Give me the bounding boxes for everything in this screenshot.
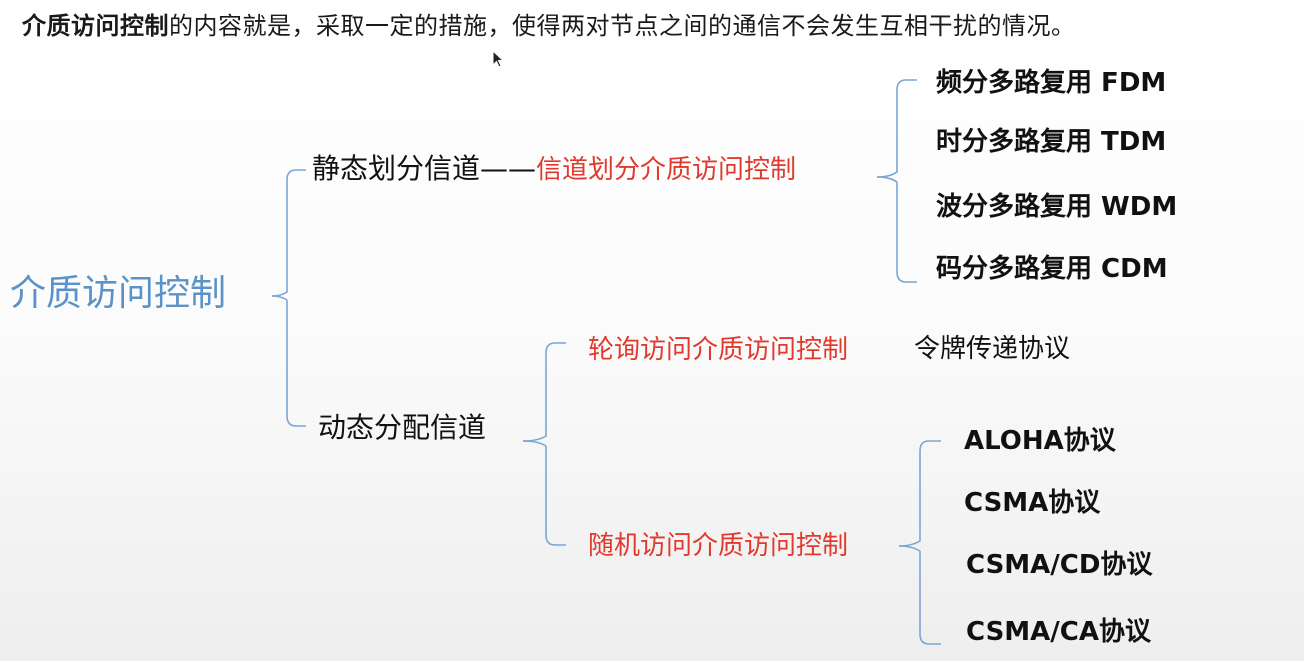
random-access-node: 随机访问介质访问控制 — [588, 531, 849, 561]
bracket-random-bottom — [919, 551, 941, 645]
bracket-random-top — [898, 440, 941, 547]
bracket-static-top — [876, 79, 917, 178]
intro-term: 介质访问控制 — [22, 12, 169, 40]
bracket-dynamic-top — [522, 342, 566, 442]
leaf-cdm: 码分多路复用 CDM — [936, 254, 1168, 284]
bracket-dynamic-bottom — [545, 446, 566, 546]
bracket-static-bottom — [896, 182, 917, 283]
intro-rest: 的内容就是，采取一定的措施，使得两对节点之间的通信不会发生互相干扰的情况。 — [169, 12, 1076, 40]
root-node: 介质访问控制 — [10, 273, 227, 314]
dynamic-channel-node: 动态分配信道 — [318, 411, 487, 444]
leaf-csma-ca: CSMA/CA协议 — [966, 617, 1151, 647]
static-channel-node: 静态划分信道——信道划分介质访问控制 — [312, 152, 797, 185]
leaf-aloha: ALOHA协议 — [964, 426, 1116, 456]
leaf-wdm: 波分多路复用 WDM — [936, 192, 1178, 222]
bracket-root-dynamic — [286, 300, 306, 427]
leaf-tdm: 时分多路复用 TDM — [936, 127, 1167, 157]
static-channel-red-label: 信道划分介质访问控制 — [536, 155, 797, 185]
leaf-csma: CSMA协议 — [964, 488, 1101, 518]
mouse-cursor-icon — [492, 50, 505, 68]
token-passing-protocol: 令牌传递协议 — [914, 334, 1071, 364]
bracket-root-static — [271, 169, 306, 297]
leaf-csma-cd: CSMA/CD协议 — [966, 550, 1153, 580]
leaf-fdm: 频分多路复用 FDM — [936, 68, 1167, 98]
polling-node: 轮询访问介质访问控制 — [588, 335, 849, 365]
intro-sentence: 介质访问控制的内容就是，采取一定的措施，使得两对节点之间的通信不会发生互相干扰的… — [22, 6, 1076, 41]
static-channel-label: 静态划分信道—— — [312, 152, 537, 185]
